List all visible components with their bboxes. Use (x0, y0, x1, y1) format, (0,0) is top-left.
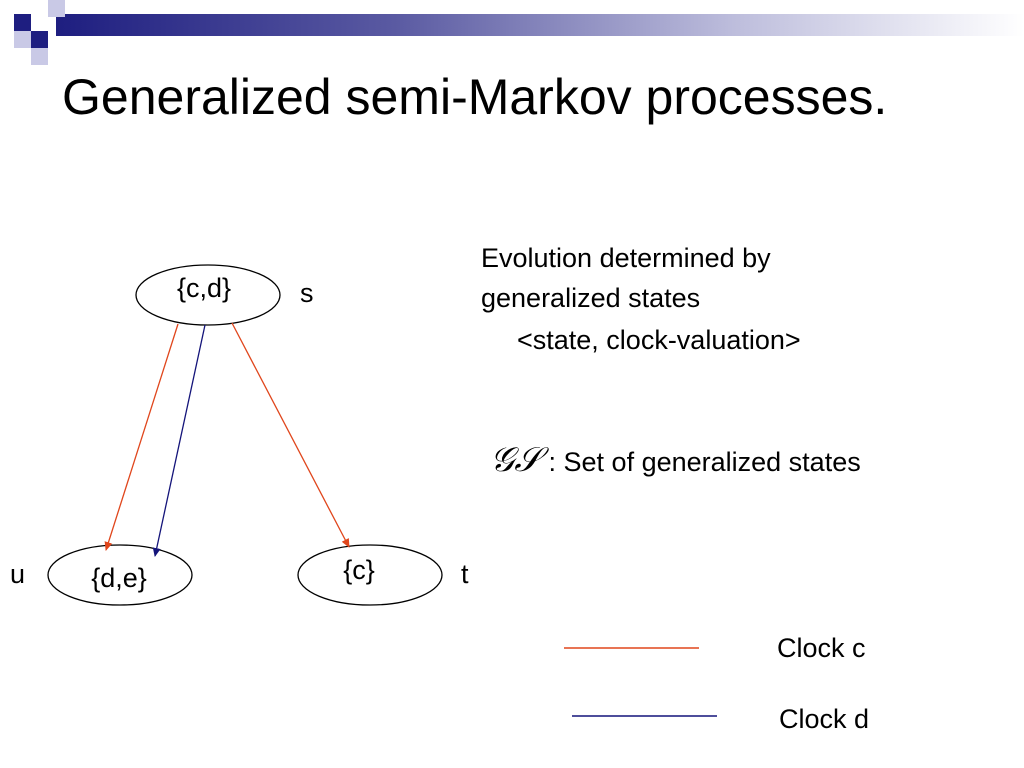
node-u-label: {d,e} (91, 563, 147, 593)
gs-symbol: 𝒢𝒮 (490, 440, 541, 480)
node-t-name: t (461, 559, 469, 589)
header-square (14, 14, 31, 31)
node-s-ellipse (135, 264, 281, 326)
node-u-ellipse (47, 544, 193, 606)
node-t-ellipse (297, 544, 443, 606)
legend-label-clock-c: Clock c (777, 633, 866, 663)
description-line-3: <state, clock-valuation> (517, 325, 801, 355)
edge-s-to-t-clock-c (231, 322, 350, 548)
gs-definition-text: : Set of generalized states (548, 447, 861, 477)
node-t-label: {c} (343, 555, 375, 585)
legend-label-clock-d: Clock d (779, 704, 869, 734)
node-s-name: s (300, 278, 314, 308)
node-u-name: u (10, 559, 25, 589)
edge-s-to-u-clock-c (104, 323, 179, 551)
header-square (31, 31, 48, 48)
header-square (48, 0, 65, 17)
header-square (31, 14, 48, 31)
node-s-label: {c,d} (177, 273, 231, 303)
header-gradient-band (56, 14, 1024, 36)
header-square (14, 31, 31, 48)
description-line-1: Evolution determined by (481, 243, 771, 273)
edge-s-to-u-clock-d (152, 324, 206, 557)
page-title: Generalized semi-Markov processes. (62, 69, 888, 125)
gs-definition: 𝒢𝒮: Set of generalized states (490, 440, 861, 482)
header-square (31, 48, 48, 65)
description-line-2: generalized states (481, 283, 701, 313)
